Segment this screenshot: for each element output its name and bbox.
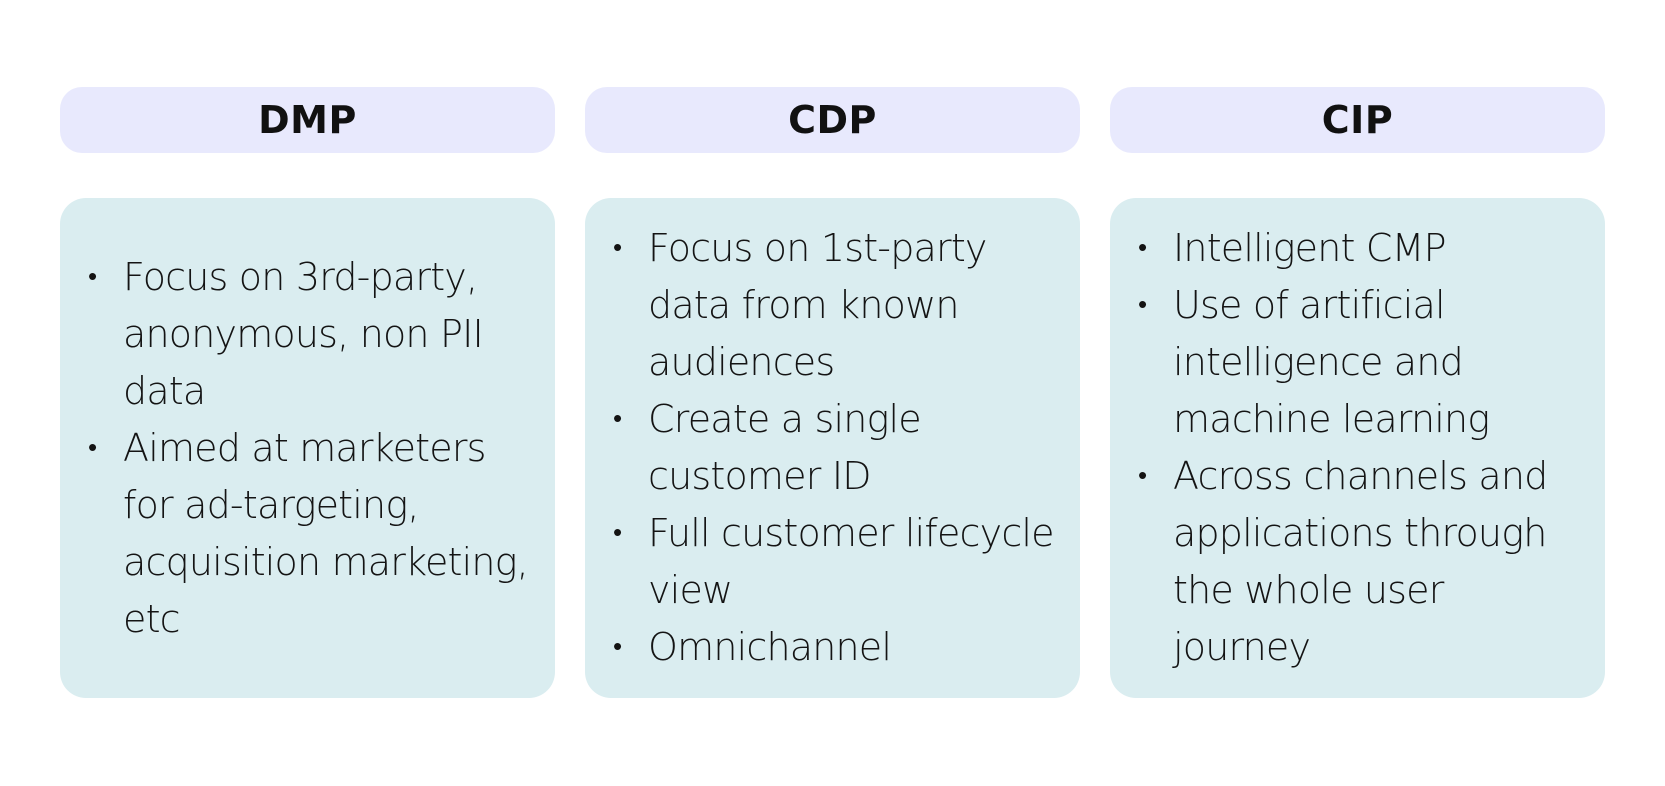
list-item: • Focus on 3rd-party, anonymous, non PII… — [84, 249, 539, 420]
list-item: • Across channels and applications throu… — [1134, 448, 1589, 676]
column-cdp: CDP • Focus on 1st-party data from known… — [585, 87, 1080, 698]
bullet-list-cip: • Intelligent CMP • Use of artificial in… — [1134, 220, 1589, 676]
bullet-list-cdp: • Focus on 1st-party data from known aud… — [609, 220, 1064, 676]
column-body-cdp: • Focus on 1st-party data from known aud… — [585, 198, 1080, 698]
bullet-icon: • — [88, 432, 97, 463]
column-header-cdp: CDP — [585, 87, 1080, 153]
list-item-text: Aimed at marketers for ad-targeting, acq… — [123, 425, 529, 641]
column-body-dmp: • Focus on 3rd-party, anonymous, non PII… — [60, 198, 555, 698]
bullet-icon: • — [613, 233, 622, 263]
bullet-icon: • — [1138, 461, 1147, 491]
list-item-text: Full customer lifecycle view — [648, 511, 1055, 612]
list-item: • Use of artificial intelligence and mac… — [1134, 277, 1589, 448]
list-item-text: Focus on 3rd-party, anonymous, non PII d… — [123, 254, 484, 413]
column-cip: CIP • Intelligent CMP • Use of artificia… — [1110, 87, 1605, 698]
bullet-icon: • — [613, 404, 622, 434]
list-item: • Intelligent CMP — [1134, 220, 1589, 277]
list-item-text: Omnichannel — [648, 625, 892, 669]
bullet-icon: • — [1138, 290, 1147, 320]
column-header-dmp: DMP — [60, 87, 555, 153]
bullet-icon: • — [88, 261, 97, 292]
list-item-text: Intelligent CMP — [1173, 226, 1447, 270]
bullet-list-dmp: • Focus on 3rd-party, anonymous, non PII… — [84, 249, 539, 648]
bullet-icon: • — [613, 632, 622, 662]
column-dmp: DMP • Focus on 3rd-party, anonymous, non… — [60, 87, 555, 698]
list-item-text: Focus on 1st-party data from known audie… — [648, 226, 987, 384]
list-item-text: Create a single customer ID — [648, 397, 922, 498]
list-item: • Focus on 1st-party data from known aud… — [609, 220, 1064, 391]
list-item: • Aimed at marketers for ad-targeting, a… — [84, 420, 539, 648]
bullet-icon: • — [1138, 233, 1147, 263]
list-item-text: Across channels and applications through… — [1173, 454, 1548, 669]
list-item-text: Use of artificial intelligence and machi… — [1173, 283, 1490, 441]
list-item: • Full customer lifecycle view — [609, 505, 1064, 619]
column-header-cip: CIP — [1110, 87, 1605, 153]
list-item: • Create a single customer ID — [609, 391, 1064, 505]
column-body-cip: • Intelligent CMP • Use of artificial in… — [1110, 198, 1605, 698]
list-item: • Omnichannel — [609, 619, 1064, 676]
bullet-icon: • — [613, 518, 622, 548]
